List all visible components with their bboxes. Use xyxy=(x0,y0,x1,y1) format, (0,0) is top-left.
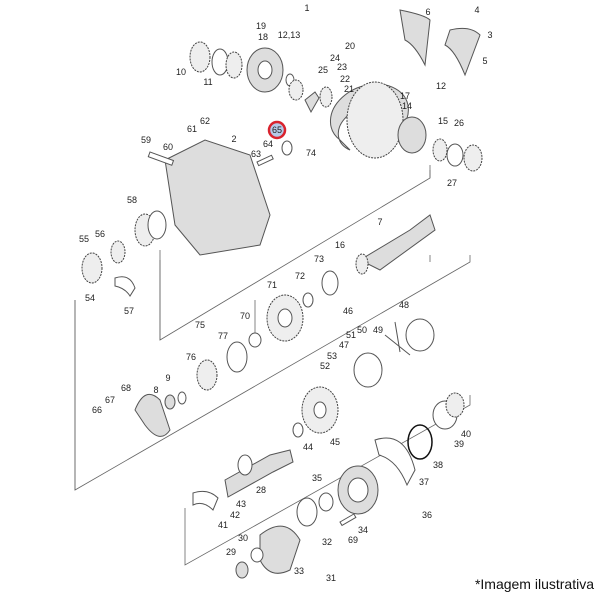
parts xyxy=(81,9,483,579)
callout-6: 6 xyxy=(425,7,430,17)
callout-12-13: 12,13 xyxy=(278,30,301,40)
callout-30: 30 xyxy=(238,533,248,543)
callout-61: 61 xyxy=(187,124,197,134)
callout-35: 35 xyxy=(312,473,322,483)
callout-10: 10 xyxy=(176,67,186,77)
callout-25: 25 xyxy=(318,65,328,75)
callout-65[interactable]: 65 xyxy=(272,125,282,135)
callout-23: 23 xyxy=(337,62,347,72)
callout-66: 66 xyxy=(92,405,102,415)
callout-47: 47 xyxy=(339,340,349,350)
callout-22: 22 xyxy=(340,74,350,84)
callout-75: 75 xyxy=(195,320,205,330)
callout-40: 40 xyxy=(461,429,471,439)
callout-49: 49 xyxy=(373,325,383,335)
callout-51: 51 xyxy=(346,330,356,340)
callout-76: 76 xyxy=(186,352,196,362)
callout-26: 26 xyxy=(454,118,464,128)
callout-3: 3 xyxy=(487,30,492,40)
callout-60: 60 xyxy=(163,142,173,152)
callout-2: 2 xyxy=(231,134,236,144)
illustrative-note: *Imagem ilustrativa xyxy=(474,576,594,592)
callout-37: 37 xyxy=(419,477,429,487)
callout-28: 28 xyxy=(256,485,266,495)
callout-58: 58 xyxy=(127,195,137,205)
callout-17: 17 xyxy=(400,91,410,101)
assembly-frames xyxy=(74,165,471,566)
callout-63: 63 xyxy=(251,149,261,159)
callout-7: 7 xyxy=(377,217,382,227)
callout-8: 8 xyxy=(153,385,158,395)
callout-44: 44 xyxy=(303,442,313,452)
highlight-circle[interactable] xyxy=(267,120,287,140)
callout-27: 27 xyxy=(447,178,457,188)
callout-50: 50 xyxy=(357,325,367,335)
callout-69: 69 xyxy=(348,535,358,545)
callout-4: 4 xyxy=(474,5,479,15)
callout-11: 11 xyxy=(203,77,212,87)
callout-72: 72 xyxy=(295,271,305,281)
callout-64: 64 xyxy=(263,139,273,149)
callout-31: 31 xyxy=(326,573,336,583)
callout-46: 46 xyxy=(343,306,353,316)
callout-54: 54 xyxy=(85,293,95,303)
callout-43: 43 xyxy=(236,499,246,509)
callout-1: 1 xyxy=(304,3,309,13)
callout-39: 39 xyxy=(454,439,464,449)
callout-5: 5 xyxy=(482,56,487,66)
callout-48: 48 xyxy=(399,300,409,310)
callout-55: 55 xyxy=(79,234,89,244)
callout-59: 59 xyxy=(141,135,151,145)
callout-42: 42 xyxy=(230,510,240,520)
callout-56: 56 xyxy=(95,229,105,239)
callout-12: 12 xyxy=(436,81,446,91)
callout-67: 67 xyxy=(105,395,115,405)
callout-68: 68 xyxy=(121,383,131,393)
callout-36: 36 xyxy=(422,510,432,520)
callout-32: 32 xyxy=(322,537,332,547)
callout-73: 73 xyxy=(314,254,324,264)
callout-24: 24 xyxy=(330,53,340,63)
callout-16: 16 xyxy=(335,240,345,250)
callout-52: 52 xyxy=(320,361,330,371)
callout-29: 29 xyxy=(226,547,236,557)
callout-38: 38 xyxy=(433,460,443,470)
callout-33: 33 xyxy=(294,566,304,576)
callout-74: 74 xyxy=(306,148,316,158)
callout-53: 53 xyxy=(327,351,337,361)
callout-62: 62 xyxy=(200,116,210,126)
callout-19: 19 xyxy=(256,21,266,31)
callout-14: 14 xyxy=(402,101,412,111)
callout-70: 70 xyxy=(240,311,250,321)
callout-57: 57 xyxy=(124,306,134,316)
callout-18: 18 xyxy=(258,32,268,42)
callout-20: 20 xyxy=(345,41,355,51)
callout-21: 21 xyxy=(344,84,354,94)
callout-45: 45 xyxy=(330,437,340,447)
callout-71: 71 xyxy=(267,280,277,290)
callout-34: 34 xyxy=(358,525,368,535)
callout-15: 15 xyxy=(438,116,448,126)
callout-77: 77 xyxy=(218,331,228,341)
callout-9: 9 xyxy=(165,373,170,383)
callout-41: 41 xyxy=(218,520,228,530)
